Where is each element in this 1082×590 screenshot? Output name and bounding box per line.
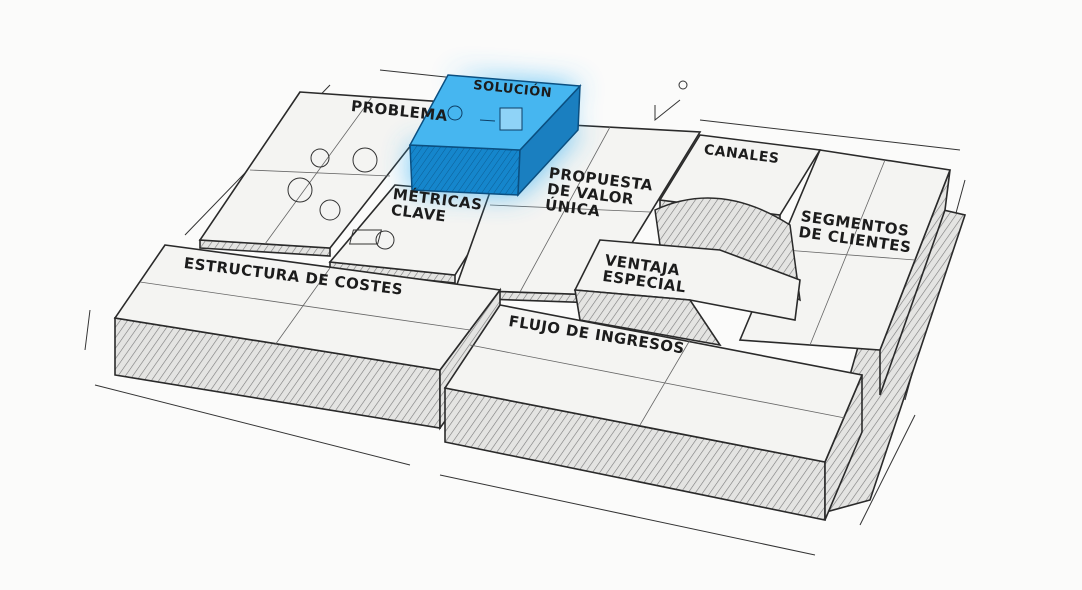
problema-panel [198, 91, 447, 257]
flujo-block [443, 304, 864, 521]
metricas-panel [328, 184, 507, 284]
ventaja-base [574, 289, 722, 347]
solucion-box [408, 74, 582, 198]
